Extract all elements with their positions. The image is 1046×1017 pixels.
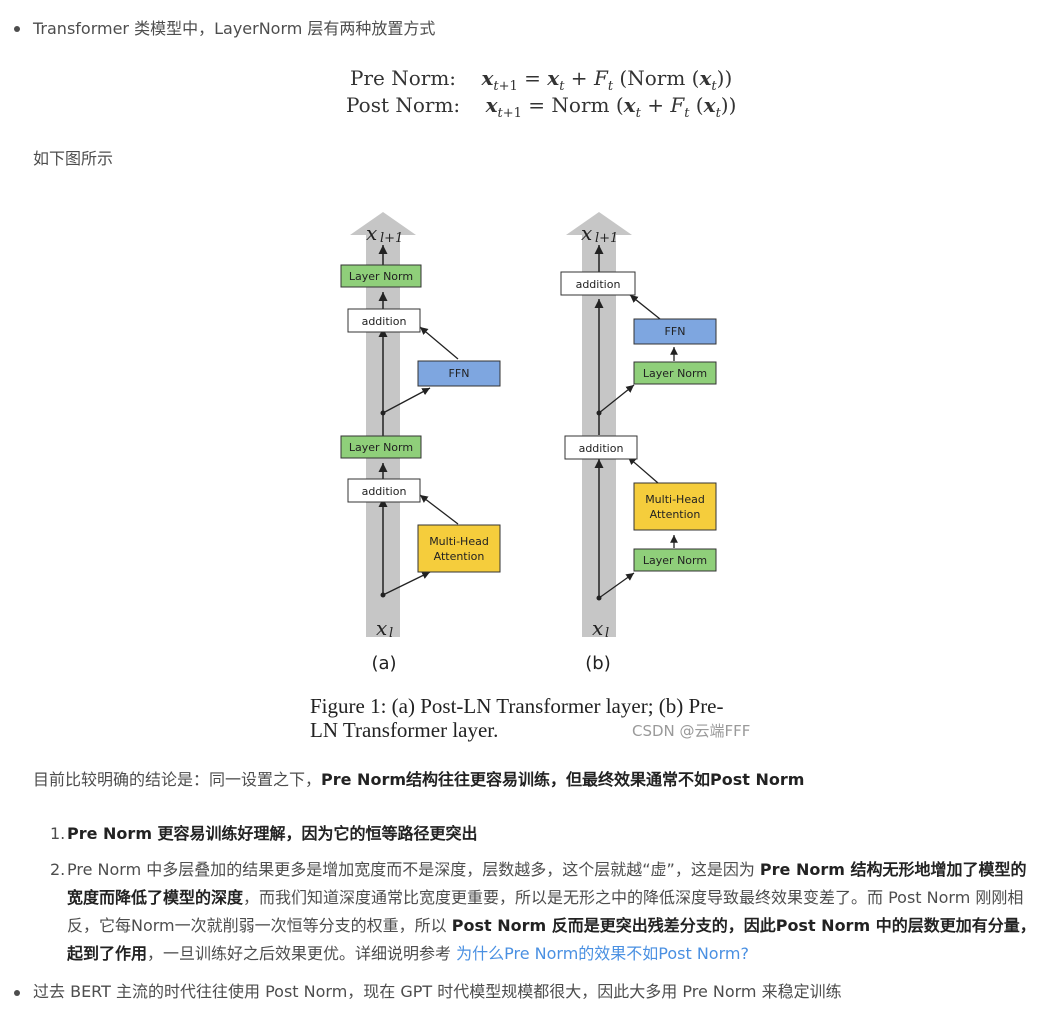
layer-norm-top-a-label: Layer Norm [349, 270, 413, 283]
addition-mid-a [347, 478, 421, 503]
conclusion: 目前比较明确的结论是：同一设置之下，Pre Norm结构往往更容易训练，但最终效… [33, 766, 804, 794]
list-item-2-text3: ，一旦训练好之后效果更优。详细说明参考 [147, 944, 457, 963]
formula-norm-2: Norm [551, 93, 610, 117]
figure-caption-line2: LN Transformer layer. [310, 718, 499, 742]
tag-b: (b) [585, 653, 610, 674]
ffn-b-label: FFN [665, 325, 686, 338]
diagram-b: addition FFN Layer Norm addition Multi-H… [560, 212, 717, 674]
last-bullet-text: 过去 BERT 主流的时代往往使用 Post Norm，现在 GPT 时代模型规… [33, 982, 842, 1001]
conclusion-bold: Pre Norm结构往往更容易训练，但最终效果通常不如Post Norm [321, 770, 805, 789]
addition-top-a [347, 308, 421, 333]
formula-pre: Pre Norm: xt+1 = xt + Ft (Norm (xt)) [350, 66, 733, 94]
reference-link[interactable]: 为什么Pre Norm的效果不如Post Norm? [456, 944, 749, 963]
formula-norm-1: Norm [627, 66, 686, 90]
layer-norm-top-a [340, 264, 422, 288]
x-bottom-b: x [592, 616, 603, 640]
formula-post: Post Norm: xt+1 = Norm (xt + Ft (xt)) [346, 93, 737, 121]
mha-b-line2: Attention [650, 508, 701, 521]
mha-a [417, 524, 501, 573]
layer-norm-mid-b-label: Layer Norm [643, 367, 707, 380]
formula-pre-label: Pre Norm: [350, 66, 457, 90]
watermark: CSDN @云端FFF [632, 722, 751, 740]
addition-mid-b-label: addition [579, 442, 624, 455]
list-number: 2. [50, 860, 66, 879]
conclusion-prefix: 目前比较明确的结论是：同一设置之下， [33, 770, 322, 789]
list-item-2-text1: Pre Norm 中多层叠加的结果更多是增加宽度而不是深度，层数越多，这个层就越… [67, 860, 760, 879]
addition-mid-b [564, 435, 638, 460]
list-item-2-text2: ，而我们知道深度通常比宽度更重要，所以是无形之中的降低深度导致最终效果变差了。而… [67, 888, 1024, 935]
layer-norm-mid-b [633, 361, 717, 385]
addition-top-b [560, 271, 636, 296]
mha-a-line2: Attention [434, 550, 485, 563]
layer-norm-bottom-b [633, 548, 717, 572]
x-top-a: x [366, 221, 377, 245]
list-item-1-bold: Pre Norm 更容易训练好理解，因为它的恒等路径更突出 [67, 824, 478, 843]
layer-norm-mid-a-label: Layer Norm [349, 441, 413, 454]
transformer-figure: Layer Norm addition FFN Layer Norm addit… [340, 212, 717, 674]
mha-b-line1: Multi-Head [645, 493, 705, 506]
figure-caption-line1: Figure 1: (a) Post-LN Transformer layer;… [310, 694, 724, 718]
ffn-a [417, 360, 501, 387]
bullet-2 [14, 990, 20, 996]
addition-mid-a-label: addition [362, 485, 407, 498]
x-top-b-sub: l+1 [595, 231, 618, 246]
layer-norm-mid-a [340, 435, 422, 459]
diagram-a: Layer Norm addition FFN Layer Norm addit… [340, 212, 501, 674]
mha-b [633, 482, 717, 531]
x-bottom-b-sub: l [605, 626, 609, 641]
list-item-2-bold1: Pre Norm 结构无形地增加了模型的宽度而降低了模型的深度 [67, 860, 1027, 907]
formula-post-label: Post Norm: [346, 93, 461, 117]
x-bottom-a: x [376, 616, 387, 640]
x-top-a-sub: l+1 [380, 231, 403, 246]
list-number: 1. [50, 824, 66, 843]
intro-text: Transformer 类模型中，LayerNorm 层有两种放置方式 [33, 19, 436, 38]
as-shown-text: 如下图所示 [33, 149, 114, 168]
tag-a: (a) [371, 653, 396, 674]
ffn-a-label: FFN [449, 367, 470, 380]
addition-top-a-label: addition [362, 315, 407, 328]
x-top-b: x [581, 221, 592, 245]
mha-a-line1: Multi-Head [429, 535, 489, 548]
addition-top-b-label: addition [576, 278, 621, 291]
layer-norm-bottom-b-label: Layer Norm [643, 554, 707, 567]
ffn-b [633, 318, 717, 345]
x-bottom-a-sub: l [389, 626, 393, 641]
figure-caption: Figure 1: (a) Post-LN Transformer layer;… [310, 694, 724, 742]
bullet-1 [14, 26, 20, 32]
list-item-2-bold2: Post Norm 反而是更突出残差分支的，因此Post Norm 中的层数更加… [67, 916, 1036, 963]
